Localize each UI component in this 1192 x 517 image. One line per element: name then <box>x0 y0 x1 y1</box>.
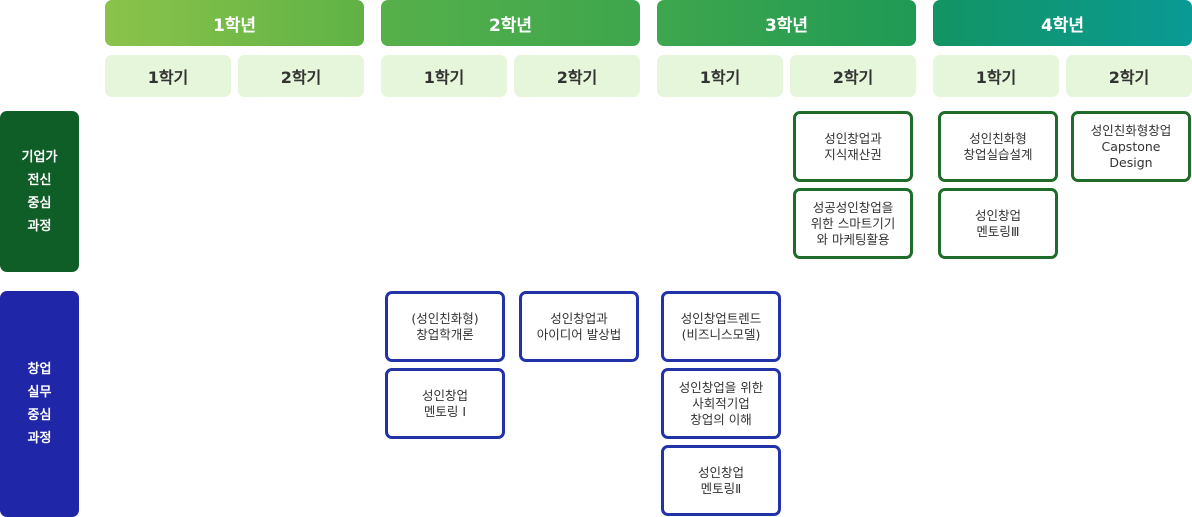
year-header-3: 3학년 <box>657 0 916 46</box>
semester-header: 1학기 <box>105 55 231 97</box>
course-card-capstone[interactable]: 성인친화형창업 Capstone Design <box>1071 111 1191 182</box>
semester-header: 2학기 <box>790 55 916 97</box>
year-header-1: 1학년 <box>105 0 364 46</box>
course-card-intro[interactable]: (성인친화형) 창업학개론 <box>385 291 505 362</box>
semester-header: 2학기 <box>238 55 364 97</box>
semester-header: 1학기 <box>933 55 1059 97</box>
track-label-enterprise: 기업가 전신 중심 과정 <box>0 111 79 272</box>
year-header-4: 4학년 <box>933 0 1192 46</box>
year-header-2: 2학년 <box>381 0 640 46</box>
course-card-idea[interactable]: 성인창업과 아이디어 발상법 <box>519 291 639 362</box>
semester-header: 2학기 <box>514 55 640 97</box>
course-card-startup-design[interactable]: 성인친화형 창업실습설계 <box>938 111 1058 182</box>
semester-header: 2학기 <box>1066 55 1192 97</box>
course-card-trend[interactable]: 성인창업트렌드 (비즈니스모델) <box>661 291 781 362</box>
semester-header: 1학기 <box>657 55 783 97</box>
course-card-social-enterprise[interactable]: 성인창업을 위한 사회적기업 창업의 이해 <box>661 368 781 439</box>
semester-header: 1학기 <box>381 55 507 97</box>
track-label-practice: 창업 실무 중심 과정 <box>0 291 79 517</box>
course-card-mentoring-3[interactable]: 성인창업 멘토링Ⅲ <box>938 188 1058 259</box>
course-card-mentoring-1[interactable]: 성인창업 멘토링 Ⅰ <box>385 368 505 439</box>
course-card-mentoring-2[interactable]: 성인창업 멘토링Ⅱ <box>661 445 781 516</box>
course-card-smart-marketing[interactable]: 성공성인창업을 위한 스마트기기 와 마케팅활용 <box>793 188 913 259</box>
course-card-ip[interactable]: 성인창업과 지식재산권 <box>793 111 913 182</box>
